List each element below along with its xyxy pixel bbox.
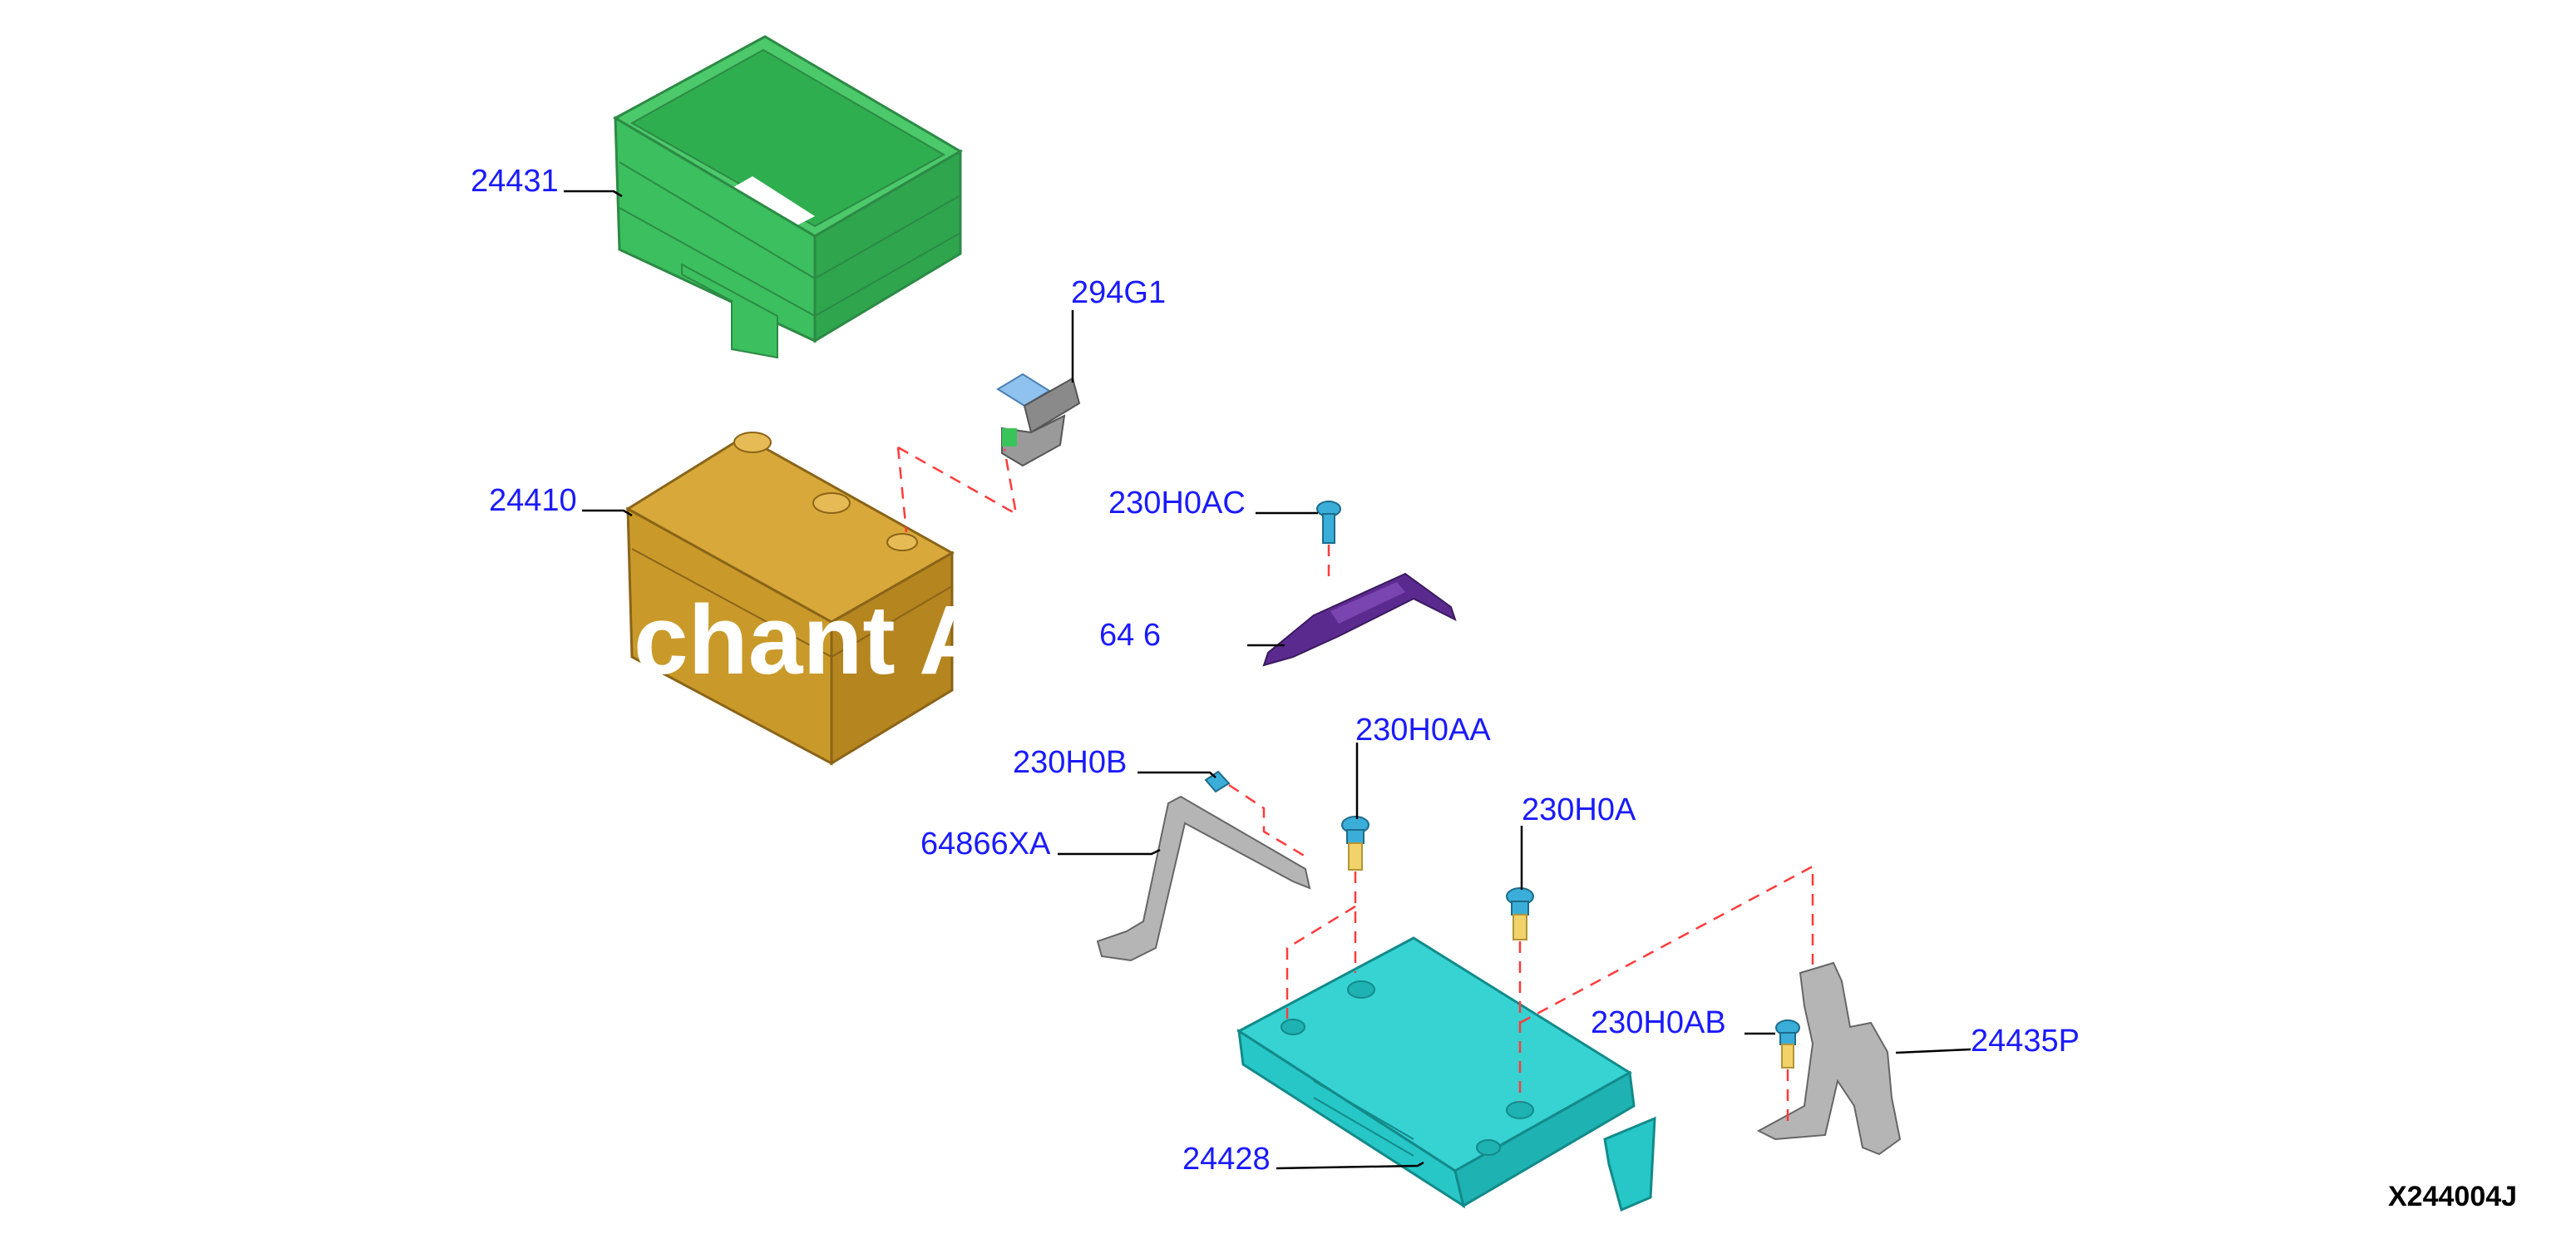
label-230h0aa: 230H0AA [1355,713,1491,748]
label-bracket-partial: 64 6 [1099,618,1161,653]
leader-lines [564,190,1971,1170]
label-294g1: 294G1 [1071,275,1166,310]
label-230h0ac: 230H0AC [1108,486,1246,521]
purple-bracket-part [1262,572,1457,667]
bracket-24435p-part [1756,961,1902,1156]
label-24428: 24428 [1182,1142,1271,1177]
battery-part [625,432,955,766]
watermark-text: chant A [634,585,989,695]
bolt-230h0b-part [1204,770,1231,793]
label-230h0ab: 230H0AB [1591,1005,1726,1040]
label-24431: 24431 [471,164,559,199]
part-labels: 24431 294G1 24410 230H0AC 64 6 230H0B 64… [471,164,2080,1177]
label-24410: 24410 [489,483,577,518]
bolt-230h0ab-part [1775,1019,1800,1069]
battery-sensor-part [996,373,1081,467]
bolt-230h0ac-part [1316,501,1341,544]
label-64866xa: 64866XA [920,827,1051,861]
bolt-230h0a-part [1506,887,1534,940]
battery-cover-part [612,35,963,359]
label-230h0b: 230H0B [1013,745,1127,780]
battery-tray-part [1236,936,1656,1212]
bolt-230h0aa-part [1341,816,1369,871]
assembly-dashed-lines [896,446,1814,1127]
hold-down-clamp-part [1096,795,1311,962]
label-230h0a: 230H0A [1522,792,1636,827]
label-24435p: 24435P [1971,1024,2080,1059]
drawing-code: X244004J [2388,1181,2517,1212]
